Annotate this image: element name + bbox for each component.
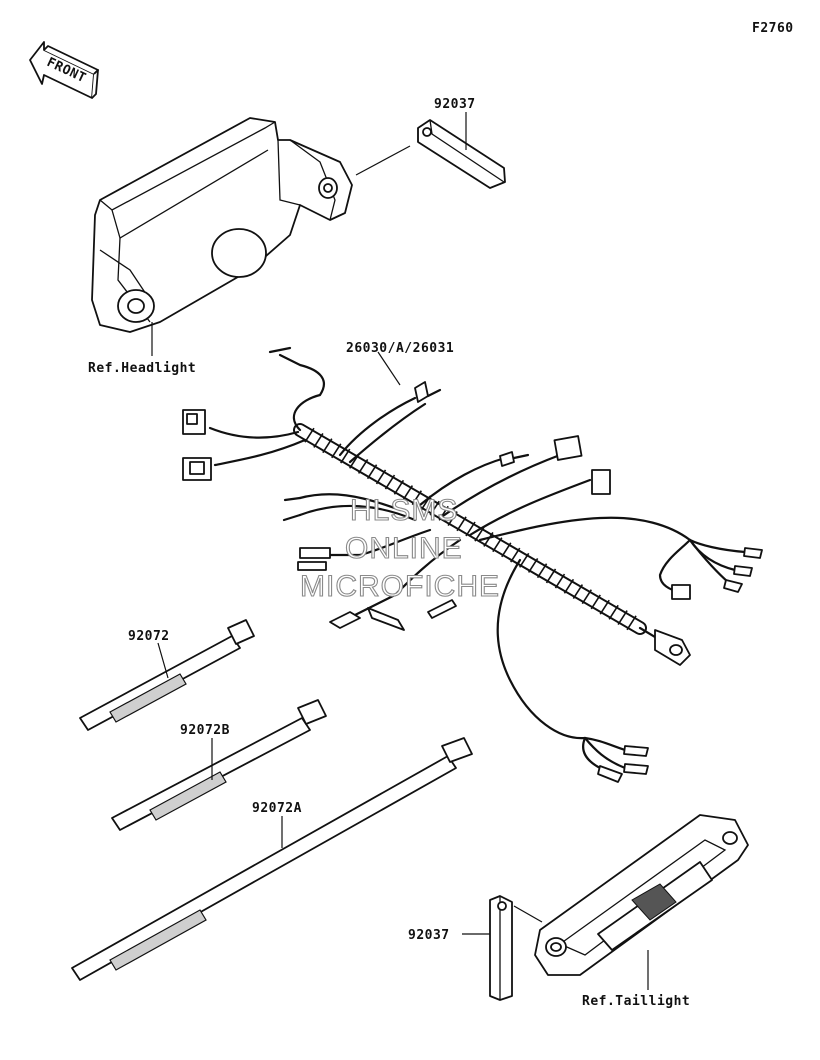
harness-wrap-band [384,474,396,490]
bracket-92037-bottom [462,895,543,1001]
harness-wrap-band [322,438,333,454]
harness-wrap-band [340,448,351,464]
harness-wrap-band [492,537,503,553]
harness-wrap-band [447,511,458,527]
wire-harness [182,346,763,783]
harness-wrap-band [411,490,422,506]
harness-wrap-band [331,443,342,459]
harness-wrap-band [429,500,440,516]
harness-wrap-band [375,469,387,485]
harness-wrap-band [456,516,467,532]
harness-wrap-band [572,584,584,599]
watermark-line-1: HLSMS [350,494,458,527]
harness-wrap-band [465,521,476,537]
harness-wrap-band [313,432,324,448]
watermark: HLSMS ONLINE MICROFICHE [299,493,500,603]
harness-wrap-band [519,552,530,568]
harness-wrap-band [527,558,539,573]
harness-wrap-band [626,615,637,631]
cable-tie-92072A [71,737,473,981]
ref-headlight-label: Ref.Headlight [88,361,196,376]
part-92037-bottom-label: 92037 [408,928,450,943]
harness-wrap-band [483,531,494,547]
part-92072A-label: 92072A [252,801,302,816]
front-direction-arrow-icon: FRONT [29,41,99,99]
harness-wrap-band [599,599,610,615]
harness-wrap-band [474,526,485,542]
cable-tie-92072B [111,699,327,831]
harness-wrap-band [357,459,369,474]
harness-wrap-band [366,464,378,480]
harness-wrap-band [563,578,575,594]
harness-wrap-band [581,589,592,605]
bracket-92037-top [355,112,506,189]
watermark-line-2: ONLINE [345,532,463,565]
harness-wrap-band [608,604,619,620]
ref-taillight-label: Ref.Taillight [582,994,690,1009]
part-92037-top-label: 92037 [434,97,476,112]
harness-wrap-band [393,479,405,495]
part-92072-label: 92072 [128,629,170,644]
harness-wrap-band [554,573,566,589]
figure-code: F2760 [752,21,794,36]
harness-wrap-band [402,485,414,500]
cable-tie-92072 [79,619,255,731]
harness-wrap-band [545,568,557,584]
headlight-assembly [91,117,353,356]
harness-wrap-band [590,594,601,610]
watermark-line-3: MICROFICHE [300,570,500,603]
part-26030-label: 26030/A/26031 [346,341,454,356]
harness-wrap-band [510,547,521,563]
part-92072B-label: 92072B [180,723,230,738]
harness-wrap-band [304,427,315,443]
harness-wrap-band [536,563,548,579]
harness-wrap-band [501,542,512,558]
harness-wrap-band [617,610,628,626]
taillight-assembly [534,814,749,990]
